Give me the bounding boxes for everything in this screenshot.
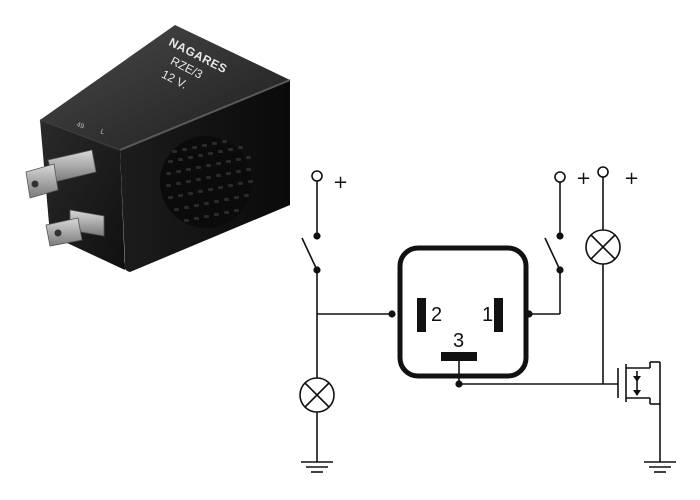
pin2-node bbox=[388, 310, 396, 318]
pin1-label: 1 bbox=[482, 304, 493, 326]
right-plus-label-a: + bbox=[576, 168, 591, 189]
right-lamp-symbol bbox=[585, 229, 621, 265]
pin-mark-right: L bbox=[99, 128, 105, 136]
left-supply-terminal bbox=[311, 170, 323, 182]
right-plus-label-b: + bbox=[624, 168, 639, 189]
relay-top-face bbox=[40, 25, 290, 150]
right-switch-lever bbox=[544, 237, 561, 271]
pin-mark-left: 49 bbox=[75, 121, 85, 130]
pin2-contact-bar bbox=[417, 298, 426, 332]
left-plus-label: + bbox=[333, 172, 348, 193]
circuit-schematic bbox=[299, 166, 676, 473]
speaker-grille bbox=[160, 136, 253, 228]
relay-edge-highlight-2 bbox=[39, 119, 121, 151]
left-switch-contact-top bbox=[313, 232, 321, 240]
right-ground-symbol bbox=[644, 461, 676, 473]
transistor-symbol bbox=[617, 361, 661, 405]
left-ground-symbol bbox=[301, 461, 333, 473]
relay-terminals bbox=[25, 149, 105, 247]
right-supply-terminal-a bbox=[554, 171, 566, 183]
left-switch-lever bbox=[301, 237, 318, 271]
pin1-contact-bar bbox=[494, 298, 503, 332]
relay-edge-highlight bbox=[119, 79, 291, 151]
pin3-label: 3 bbox=[453, 330, 464, 352]
relay-photo: NAGARES RZE/3 12 V. 49 L bbox=[25, 25, 291, 272]
left-lamp-symbol bbox=[299, 377, 335, 413]
pin3-contact-bar bbox=[441, 352, 477, 361]
pin2-label: 2 bbox=[431, 304, 442, 326]
relay-box-symbol bbox=[397, 245, 529, 379]
right-supply-terminal-b bbox=[597, 166, 609, 178]
